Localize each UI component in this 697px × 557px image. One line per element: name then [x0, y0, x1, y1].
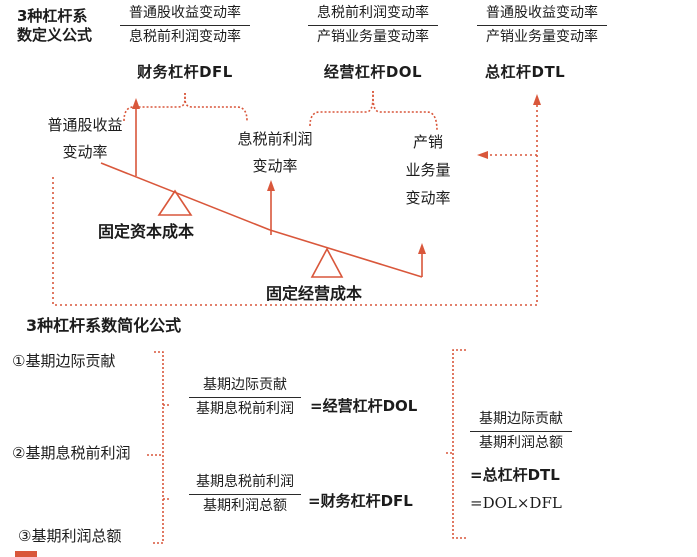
- left-rate-line2: 变动率: [62, 143, 108, 161]
- definition-title-line2: 数定义公式: [17, 26, 93, 44]
- fraction-simple-dol-denominator: 基期息税前利润: [196, 401, 294, 417]
- definition-title-line1: 3种杠杆系: [17, 7, 88, 25]
- fraction-dol: 息税前利润变动率 产销业务量变动率: [308, 5, 438, 46]
- fraction-dtl-denominator: 产销业务量变动率: [486, 29, 598, 45]
- arrowhead-left-icon: [132, 98, 140, 109]
- fraction-total: 基期边际贡献 基期利润总额: [470, 411, 572, 452]
- seesaw-beam-left: [100, 162, 271, 231]
- dtl-dotted-path: [52, 103, 538, 306]
- result-dol: =经营杠杆DOL: [310, 397, 418, 415]
- fraction-dol-denominator: 产销业务量变动率: [317, 29, 429, 45]
- arrowhead-right-icon: [418, 243, 426, 254]
- mid-rate-text: 息税前利润 变动率: [225, 126, 325, 180]
- mid-rate-line2: 变动率: [252, 157, 298, 175]
- label-dol: 经营杠杆DOL: [323, 63, 423, 81]
- result-dfl: =财务杠杆DFL: [308, 492, 413, 510]
- fraction-dol-numerator: 息税前利润变动率: [308, 5, 438, 26]
- fraction-total-numerator: 基期边际贡献: [470, 411, 572, 432]
- fraction-simple-dfl-numerator: 基期息税前利润: [189, 474, 301, 495]
- fraction-dtl: 普通股收益变动率 产销业务量变动率: [477, 5, 607, 46]
- fraction-dfl-denominator: 息税前利润变动率: [129, 29, 241, 45]
- arrowhead-dtl-left-icon: [477, 151, 488, 159]
- dfl-brace-right: [184, 93, 248, 122]
- right-rate-text: 产销 业务量 变动率: [394, 128, 462, 212]
- result-dtl: =总杠杆DTL: [470, 466, 560, 484]
- fraction-dfl-numerator: 普通股收益变动率: [120, 5, 250, 26]
- item-total-profit: ③基期利润总额: [18, 527, 122, 545]
- fulcrum1-label: 固定资本成本: [98, 222, 195, 241]
- right-rate-line3: 变动率: [405, 189, 451, 207]
- total-formula: 基期边际贡献 基期利润总额: [470, 411, 572, 452]
- fraction-simple-dol-numerator: 基期边际贡献: [189, 377, 301, 398]
- simplified-formula-dfl: 基期息税前利润 基期利润总额: [189, 474, 301, 515]
- definition-title: 3种杠杆系 数定义公式: [17, 7, 92, 45]
- definition-formula-dtl: 普通股收益变动率 产销业务量变动率 总杠杆DTL: [477, 5, 607, 82]
- fulcrum-capital-triangle-icon: [157, 189, 193, 216]
- left-rate-text: 普通股收益 变动率: [35, 112, 135, 166]
- items-bracket: [147, 351, 170, 544]
- fraction-simple-dol: 基期边际贡献 基期息税前利润: [189, 377, 301, 418]
- definition-formula-dol: 息税前利润变动率 产销业务量变动率 经营杠杆DOL: [308, 5, 438, 82]
- fulcrum-operating-triangle-icon: [310, 247, 344, 278]
- fraction-dfl: 普通股收益变动率 息税前利润变动率: [120, 5, 250, 46]
- item-contribution: ①基期边际贡献: [12, 352, 116, 370]
- fraction-simple-dfl: 基期息税前利润 基期利润总额: [189, 474, 301, 515]
- fulcrum2-label: 固定经营成本: [266, 284, 363, 303]
- red-marker-bar: [15, 551, 37, 557]
- seesaw-beam-right: [269, 229, 423, 278]
- label-dfl: 财务杠杆DFL: [137, 63, 233, 81]
- fraction-simple-dfl-denominator: 基期利润总额: [203, 498, 287, 514]
- simplified-title: 3种杠杆系数简化公式: [26, 316, 182, 335]
- left-rate-line1: 普通股收益: [47, 116, 123, 134]
- fraction-dtl-numerator: 普通股收益变动率: [477, 5, 607, 26]
- right-rate-line1: 产销: [412, 133, 443, 151]
- right-rate-line2: 业务量: [405, 161, 451, 179]
- definition-formula-dfl: 普通股收益变动率 息税前利润变动率 财务杠杆DFL: [120, 5, 250, 82]
- total-bracket: [446, 349, 468, 539]
- arrowhead-middle-icon: [267, 180, 275, 191]
- simplified-formula-dol: 基期边际贡献 基期息税前利润: [189, 377, 301, 418]
- dol-brace-left: [309, 91, 374, 127]
- fraction-total-denominator: 基期利润总额: [479, 435, 563, 451]
- result-dol-times-dfl: =DOL×DFL: [470, 494, 562, 512]
- dol-brace-right: [372, 91, 438, 132]
- label-dtl: 总杠杆DTL: [485, 63, 566, 81]
- mid-rate-line1: 息税前利润: [237, 130, 313, 148]
- arrowhead-dtl-up-icon: [533, 94, 541, 105]
- item-ebit: ②基期息税前利润: [12, 444, 131, 462]
